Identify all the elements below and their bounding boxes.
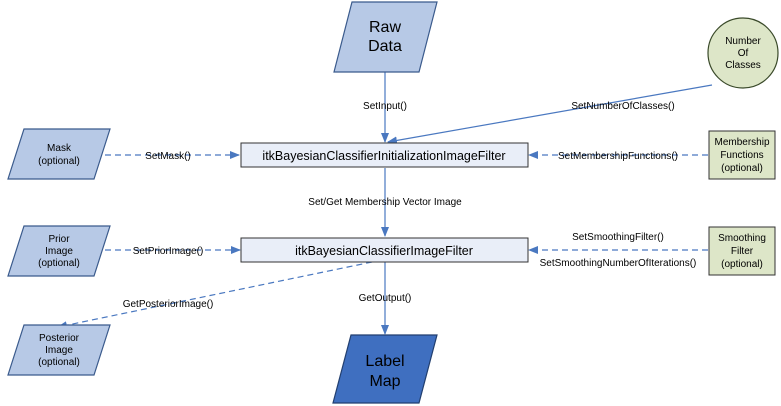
prior-image-line-3: (optional) [38, 258, 80, 269]
label-set-smoothing-iterations: SetSmoothingNumberOfIterations() [540, 258, 697, 269]
label-map-line-1: Label [365, 353, 404, 370]
label-membership-vector-image: Set/Get Membership Vector Image [308, 197, 462, 208]
label-get-posterior-image: GetPosteriorImage() [123, 299, 214, 310]
label-set-membership-functions: SetMembershipFunctions() [558, 151, 678, 162]
number-of-classes-line-3: Classes [725, 60, 761, 71]
membership-functions-line-2: Functions [720, 150, 763, 161]
node-classifier-filter: itkBayesianClassifierImageFilter [240, 237, 529, 263]
number-of-classes-line-1: Number [725, 36, 761, 47]
node-mask: Mask (optional) [7, 128, 111, 180]
posterior-image-line-2: Image [45, 345, 73, 356]
smoothing-filter-line-2: Filter [731, 246, 754, 257]
membership-functions-line-1: Membership [714, 137, 769, 148]
mask-line-2: (optional) [38, 156, 80, 167]
number-of-classes-line-2: Of [738, 48, 749, 59]
label-set-prior-image: SetPriorImage() [133, 246, 204, 257]
smoothing-filter-line-3: (optional) [721, 259, 763, 270]
membership-functions-line-3: (optional) [721, 163, 763, 174]
label-map-line-2: Map [369, 373, 400, 390]
label-set-smoothing-filter: SetSmoothingFilter() [572, 232, 664, 243]
label-set-mask: SetMask() [145, 151, 191, 162]
raw-data-line-1: Raw [369, 19, 401, 36]
posterior-image-line-1: Posterior [39, 333, 80, 344]
label-get-output: GetOutput() [359, 293, 412, 304]
label-set-number-of-classes: SetNumberOfClasses() [571, 101, 674, 112]
mask-line-1: Mask [47, 143, 72, 154]
node-prior-image: Prior Image (optional) [7, 225, 111, 277]
smoothing-filter-line-1: Smoothing [718, 233, 766, 244]
edge-get-posterior-image [57, 261, 373, 330]
classifier-filter-label: itkBayesianClassifierImageFilter [295, 244, 473, 258]
edge-set-number-of-classes [387, 84, 713, 145]
node-number-of-classes: Number Of Classes [707, 17, 779, 89]
prior-image-line-1: Prior [48, 234, 70, 245]
node-posterior-image: Posterior Image (optional) [7, 324, 111, 376]
prior-image-line-2: Image [45, 246, 73, 257]
node-membership-functions: Membership Functions (optional) [708, 130, 776, 180]
node-initialization-filter: itkBayesianClassifierInitializationImage… [240, 142, 529, 168]
raw-data-line-2: Data [368, 38, 402, 55]
posterior-image-line-3: (optional) [38, 357, 80, 368]
node-smoothing-filter: Smoothing Filter (optional) [708, 226, 776, 276]
node-raw-data: Raw Data [333, 1, 438, 73]
initialization-filter-label: itkBayesianClassifierInitializationImage… [262, 149, 505, 163]
node-label-map: Label Map [332, 334, 438, 404]
label-set-input: SetInput() [363, 101, 407, 112]
